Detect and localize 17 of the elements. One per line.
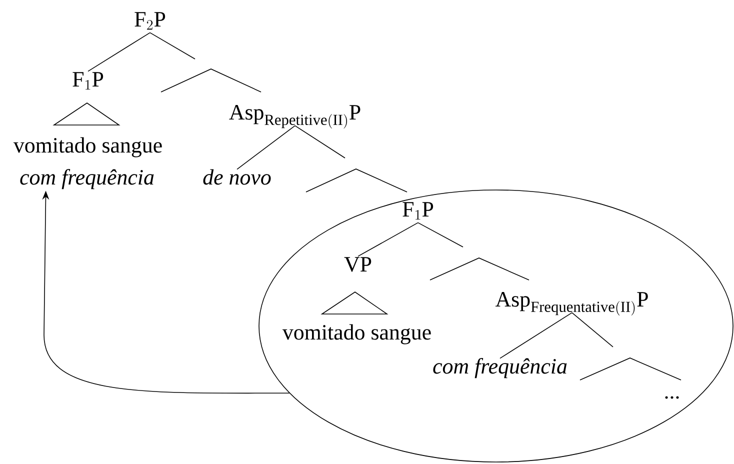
tree-label: $\mathrm{Asp}_{\mathrm{Repetitive(II)}}\mathrm{P}$ <box>229 105 360 128</box>
tree-label: de novo <box>203 169 271 185</box>
tree-label: $\mathrm{Asp}_{\mathrm{Frequentative(II)}}\mathrm{P}$ <box>495 292 648 316</box>
tree-branch <box>358 222 418 257</box>
tree-label: $\mathrm{F}_{1}\mathrm{P}$ <box>72 72 104 90</box>
tree-label: com frequência <box>433 358 567 378</box>
tree-label: VP <box>344 257 372 272</box>
tree-label: vomitado sangue <box>282 324 431 344</box>
tree-branch <box>500 312 572 359</box>
ellipse <box>258 190 734 462</box>
tree-label: vomitado sangue <box>13 137 162 158</box>
tree-branch <box>88 32 150 72</box>
tree-label: com frequência <box>20 169 154 190</box>
tree-branch <box>236 125 296 170</box>
ellipsis: ... <box>665 396 679 399</box>
tree-label: $\mathrm{F}_{2}\mathrm{P}$ <box>134 12 166 30</box>
tree-label: $\mathrm{F}_{1}\mathrm{P}$ <box>402 202 434 220</box>
